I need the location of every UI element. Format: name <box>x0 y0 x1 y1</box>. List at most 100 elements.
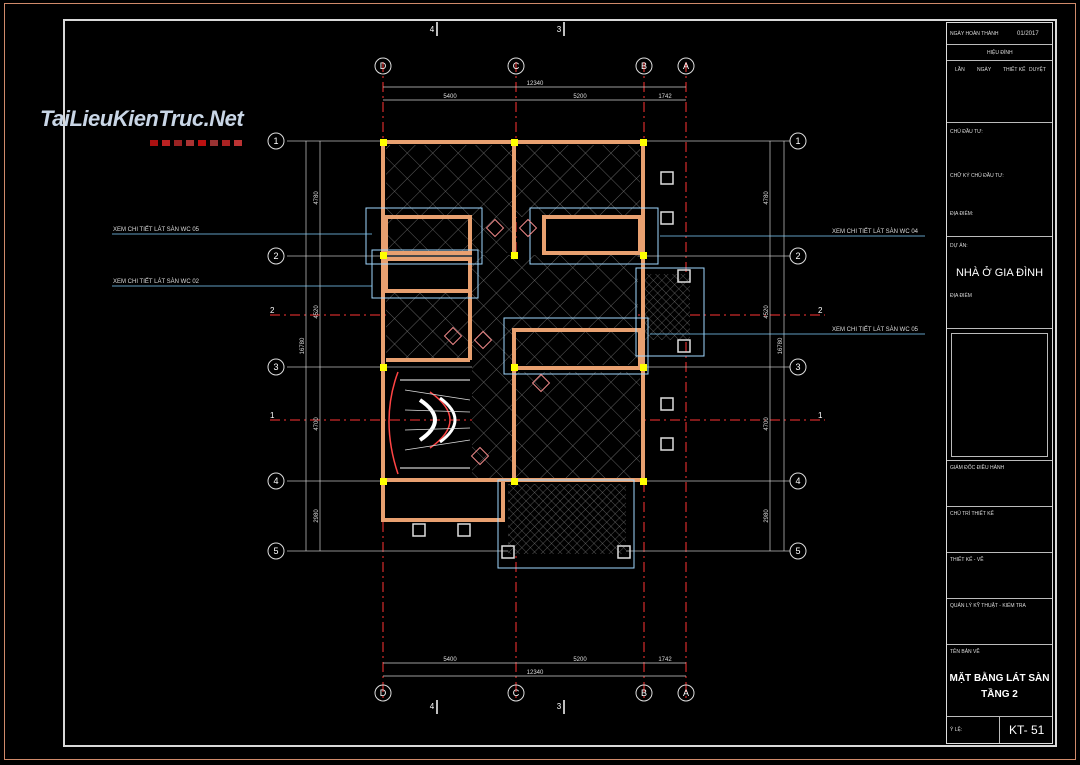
grid-label-4-left: 4 <box>273 476 278 486</box>
dim-left-seg-4: 2980 <box>314 509 320 523</box>
tb-revision-table: LẦN NGÀY THIẾT KẾ DUYỆT <box>947 61 1052 123</box>
sheet-border <box>4 3 1076 760</box>
grid-label-3-left: 3 <box>273 362 278 372</box>
watermark-dots <box>150 140 242 146</box>
tb-scale-row: Ỷ LỆ: KT- 51 <box>947 717 1052 743</box>
callout-right-bottom: XEM CHI TIẾT LÁT SÀN WC 05 <box>832 326 919 333</box>
grid-label-C-bottom: C <box>513 688 520 698</box>
grid-label-1-left: 1 <box>273 136 278 146</box>
title-block: NGÀY HOÀN THÀNH 01/2017 HIỆU ĐÍNH LẦN NG… <box>946 22 1053 744</box>
dim-left-total: 16780 <box>300 337 306 354</box>
grid-label-4-right: 4 <box>795 476 800 486</box>
section-mark-3-top: 3 <box>557 25 562 34</box>
tb-owner-sign-label: CHỮ KÝ CHỦ ĐẦU TƯ: <box>950 173 1004 179</box>
dim-top-total: 12340 <box>527 81 544 87</box>
tb-logo-box <box>947 329 1052 461</box>
tb-rev-col-1: LẦN <box>955 67 965 73</box>
tb-project-location-label: ĐỊA ĐIỂM <box>950 293 972 299</box>
grid-label-B-top: B <box>641 61 647 71</box>
tb-qa-row: QUẢN LÝ KỸ THUẬT - KIỂM TRA <box>947 599 1052 645</box>
tb-owner-section: CHỦ ĐẦU TƯ: CHỮ KÝ CHỦ ĐẦU TƯ: ĐỊA ĐIỂM: <box>947 123 1052 237</box>
tb-sheet-code: KT- 51 <box>1009 723 1045 737</box>
tb-director-label: GIÁM ĐỐC ĐIỀU HÀNH <box>950 465 1005 471</box>
tb-sheet-title-1: MẶT BẰNG LÁT SÀN <box>949 673 1050 684</box>
grid-label-5-left: 5 <box>273 546 278 556</box>
grid-label-2-left: 2 <box>273 251 278 261</box>
grid-label-D-top: D <box>380 61 387 71</box>
callout-leaders <box>112 233 925 335</box>
section-mark-4-top: 4 <box>430 25 435 34</box>
dim-bottom-seg-1: 5400 <box>443 657 457 663</box>
tb-project-name: NHÀ Ở GIA ĐÌNH <box>955 267 1044 279</box>
dim-bottom-seg-3: 1742 <box>658 657 672 663</box>
tb-project-label: DỰ ÁN: <box>950 243 968 249</box>
balcony-posts <box>412 171 691 559</box>
tile-markers <box>443 218 551 466</box>
tb-design-label: THIẾT KẾ - VẼ <box>950 557 984 563</box>
grid-label-B-bottom: B <box>641 688 647 698</box>
tile-areas <box>386 145 690 554</box>
watermark-text: TaiLieuKienTruc.Net <box>40 106 244 131</box>
section-mark-3-bottom: 3 <box>557 702 562 711</box>
dim-right-seg-3: 4700 <box>764 417 770 431</box>
grid-label-3-right: 3 <box>795 362 800 372</box>
tb-director-row: GIÁM ĐỐC ĐIỀU HÀNH <box>947 461 1052 507</box>
tb-rev-col-2: NGÀY <box>977 67 992 73</box>
callout-right-top: XEM CHI TIẾT LÁT SÀN WC 04 <box>832 228 919 235</box>
grid-label-5-right: 5 <box>795 546 800 556</box>
staircase <box>388 371 471 475</box>
tb-qa-label: QUẢN LÝ KỸ THUẬT - KIỂM TRA <box>950 603 1026 609</box>
tb-sheet-title-section: TÊN BẢN VẼ MẶT BẰNG LÁT SÀN TẦNG 2 <box>947 645 1052 717</box>
dimension-lines <box>305 86 785 677</box>
cut-mark-2-right: 2 <box>818 306 823 315</box>
tb-date-row: NGÀY HOÀN THÀNH 01/2017 <box>947 23 1052 45</box>
dim-bottom-total: 12340 <box>527 670 544 676</box>
grid-label-2-right: 2 <box>795 251 800 261</box>
dim-right-total: 16780 <box>778 337 784 354</box>
dim-top-seg-1: 5400 <box>443 94 457 100</box>
drawing-frame <box>63 19 1057 747</box>
tb-scale-label: Ỷ LỆ: <box>950 727 963 733</box>
tb-date-label: NGÀY HOÀN THÀNH <box>950 31 999 37</box>
grid-label-A-top: A <box>683 61 689 71</box>
cut-mark-1-right: 1 <box>818 411 823 420</box>
cut-mark-1-left: 1 <box>270 411 275 420</box>
grid-label-1-right: 1 <box>795 136 800 146</box>
tb-lead-design-label: CHỦ TRÌ THIẾT KẾ <box>950 511 994 517</box>
dim-left-seg-2: 4520 <box>314 305 320 319</box>
dim-top-seg-2: 5200 <box>573 94 587 100</box>
tb-sheet-title-2: TẦNG 2 <box>981 689 1018 700</box>
tb-revision-header: HIỆU ĐÍNH <box>947 45 1052 61</box>
watermark-logo: TaiLieuKienTruc.Net <box>40 106 244 132</box>
cut-mark-2-left: 2 <box>270 306 275 315</box>
tb-project-section: DỰ ÁN: NHÀ Ở GIA ĐÌNH ĐỊA ĐIỂM <box>947 237 1052 329</box>
section-arrows <box>436 22 565 714</box>
walls-thin <box>365 207 705 569</box>
grid-label-A-bottom: A <box>683 688 689 698</box>
grid-label-C-top: C <box>513 61 520 71</box>
tb-owner-label: CHỦ ĐẦU TƯ: <box>950 129 983 135</box>
tb-rev-col-3: THIẾT KẾ <box>1003 67 1026 73</box>
dim-left-seg-3: 4700 <box>314 417 320 431</box>
callout-left-top: XEM CHI TIẾT LÁT SÀN WC 05 <box>113 226 200 233</box>
dim-right-seg-2: 4520 <box>764 305 770 319</box>
dim-right-seg-4: 2980 <box>764 509 770 523</box>
tb-design-row: THIẾT KẾ - VẼ <box>947 553 1052 599</box>
tb-date-value: 01/2017 <box>1017 31 1039 37</box>
tb-sheet-title-label: TÊN BẢN VẼ <box>950 649 980 655</box>
section-mark-4-bottom: 4 <box>430 702 435 711</box>
dim-left-seg-1: 4780 <box>314 191 320 205</box>
grid-bubbles-top <box>267 57 807 702</box>
callout-left-bottom: XEM CHI TIẾT LÁT SÀN WC 02 <box>113 278 200 285</box>
tb-rev-col-4: DUYỆT <box>1029 67 1046 73</box>
dim-top-seg-3: 1742 <box>658 94 672 100</box>
tb-location-label: ĐỊA ĐIỂM: <box>950 211 974 217</box>
columns <box>380 139 647 485</box>
tb-revision-label: HIỆU ĐÍNH <box>987 50 1013 56</box>
dim-right-seg-1: 4780 <box>764 191 770 205</box>
tb-lead-design-row: CHỦ TRÌ THIẾT KẾ <box>947 507 1052 553</box>
grid-label-D-bottom: D <box>380 688 387 698</box>
dim-bottom-seg-2: 5200 <box>573 657 587 663</box>
